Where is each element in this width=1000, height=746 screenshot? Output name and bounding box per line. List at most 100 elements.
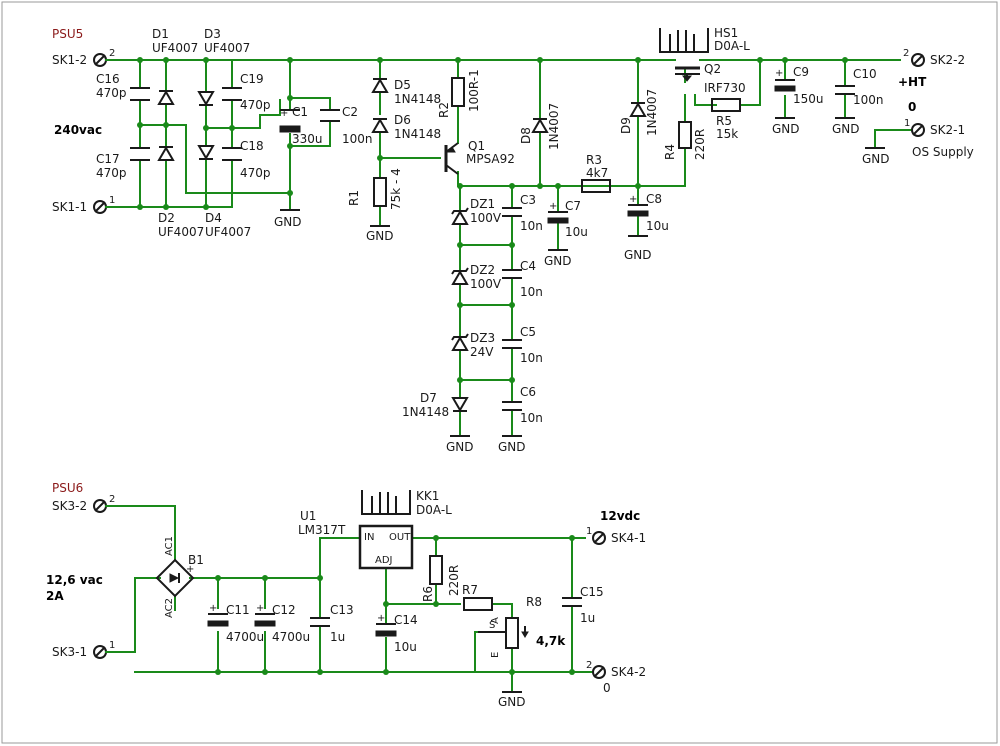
resistor-r2 <box>451 77 465 107</box>
c11-value: 4700u <box>226 630 264 644</box>
d7-ref: D7 <box>420 391 437 405</box>
sk1-2-terminal[interactable] <box>93 53 107 67</box>
sk3-2-terminal[interactable] <box>93 499 107 513</box>
c14-ref: C14 <box>394 613 418 627</box>
gnd-label: GND <box>498 440 526 454</box>
capacitor-c8: + <box>627 194 649 217</box>
capacitor-c17 <box>130 147 150 161</box>
c9-value: 150u <box>793 92 824 106</box>
junction-dot <box>569 535 575 541</box>
resistor-r1 <box>373 177 387 207</box>
sk4-1-terminal[interactable] <box>592 531 606 545</box>
capacitor-c9: + <box>774 68 796 92</box>
hs1-ref: HS1 <box>714 26 738 40</box>
sk3-1-terminal[interactable] <box>93 645 107 659</box>
junction-dot <box>782 57 788 63</box>
d3-ref: D3 <box>204 27 221 41</box>
dz1-ref: DZ1 <box>470 197 495 211</box>
junction-dot <box>203 125 209 131</box>
svg-text:+: + <box>629 194 637 205</box>
d2-value: UF4007 <box>158 225 204 239</box>
ac-input-2-label-a: 12,6 vac <box>46 573 103 587</box>
psu6-wiring <box>105 505 596 693</box>
hv-out-label: +HT <box>898 75 927 89</box>
c7-ref: C7 <box>565 199 581 213</box>
c18-value: 470p <box>240 166 271 180</box>
r8-pin-a: A <box>490 617 501 624</box>
r8-pin-s: S <box>489 620 495 631</box>
d5-value: 1N4148 <box>394 92 441 106</box>
capacitor-c4 <box>502 269 522 279</box>
d6-ref: D6 <box>394 113 411 127</box>
junction-dot <box>842 57 848 63</box>
d8-ref: D8 <box>519 127 533 144</box>
gnd-label: GND <box>544 254 572 268</box>
d9-ref: D9 <box>619 117 633 134</box>
kk1-ref: KK1 <box>416 489 439 503</box>
diode-d1 <box>157 90 175 105</box>
capacitor-c5 <box>502 339 522 349</box>
c17-ref: C17 <box>96 152 120 166</box>
d9-value: 1N4007 <box>645 89 659 136</box>
d4-ref: D4 <box>205 211 222 225</box>
sk2-1-terminal[interactable] <box>911 123 925 137</box>
hv-zero-label: 0 <box>908 100 916 114</box>
sk1-1-pin: 1 <box>109 195 115 206</box>
svg-text:+: + <box>186 564 194 575</box>
sk1-2-pin: 2 <box>109 48 115 59</box>
c10-ref: C10 <box>853 67 877 81</box>
junction-dot <box>262 669 268 675</box>
sk2-2-label: SK2-2 <box>930 53 965 67</box>
c12-value: 4700u <box>272 630 310 644</box>
psu5-label: PSU5 <box>52 27 83 41</box>
kk1-value: D0A-L <box>416 503 452 517</box>
c4-ref: C4 <box>520 259 536 273</box>
sk3-1-pin: 1 <box>109 640 115 651</box>
junction-dot <box>635 57 641 63</box>
sk1-1-terminal[interactable] <box>93 200 107 214</box>
sk1-1-label: SK1-1 <box>52 200 87 214</box>
heatsink-kk1 <box>361 490 411 515</box>
capacitor-c19 <box>222 87 242 101</box>
resistor-r4 <box>678 121 692 149</box>
junction-dot <box>163 122 169 128</box>
dz3-value: 24V <box>470 345 494 359</box>
diode-d8 <box>531 118 549 133</box>
sk2-1-label: SK2-1 <box>930 123 965 137</box>
zener-dz3 <box>451 333 469 351</box>
junction-dot <box>433 601 439 607</box>
dz3-ref: DZ3 <box>470 331 495 345</box>
svg-text:+: + <box>209 603 217 614</box>
psu6-label: PSU6 <box>52 481 83 495</box>
junction-dot <box>377 57 383 63</box>
junction-dot <box>377 155 383 161</box>
gnd-label: GND <box>366 229 394 243</box>
junction-dot <box>537 183 543 189</box>
r2-value: 100R-1 <box>467 69 481 112</box>
q1-ref: Q1 <box>468 139 485 153</box>
q1-value: MPSA92 <box>466 152 515 166</box>
junction-dot <box>555 183 561 189</box>
junction-dot <box>457 242 463 248</box>
junction-dot <box>455 57 461 63</box>
capacitor-c13 <box>310 617 330 627</box>
r5-value: 15k <box>716 127 738 141</box>
capacitor-c2 <box>320 109 340 122</box>
ac-input-2-label-b: 2A <box>46 589 64 603</box>
c6-value: 10n <box>520 411 543 425</box>
sk2-2-terminal[interactable] <box>911 53 925 67</box>
r3-ref: R3 <box>586 153 602 167</box>
d5-ref: D5 <box>394 78 411 92</box>
ac-input-label: 240vac <box>54 123 102 137</box>
r2-ref: R2 <box>437 102 451 118</box>
d4-value: UF4007 <box>205 225 251 239</box>
d3-value: UF4007 <box>204 41 250 55</box>
r4-value: 220R <box>693 129 707 160</box>
sk4-2-terminal[interactable] <box>592 665 606 679</box>
gnd-label: GND <box>624 248 652 262</box>
r8-ref: R8 <box>526 595 542 609</box>
junction-dot <box>203 204 209 210</box>
gnd-label: GND <box>862 152 890 166</box>
r6-ref: R6 <box>421 586 435 602</box>
